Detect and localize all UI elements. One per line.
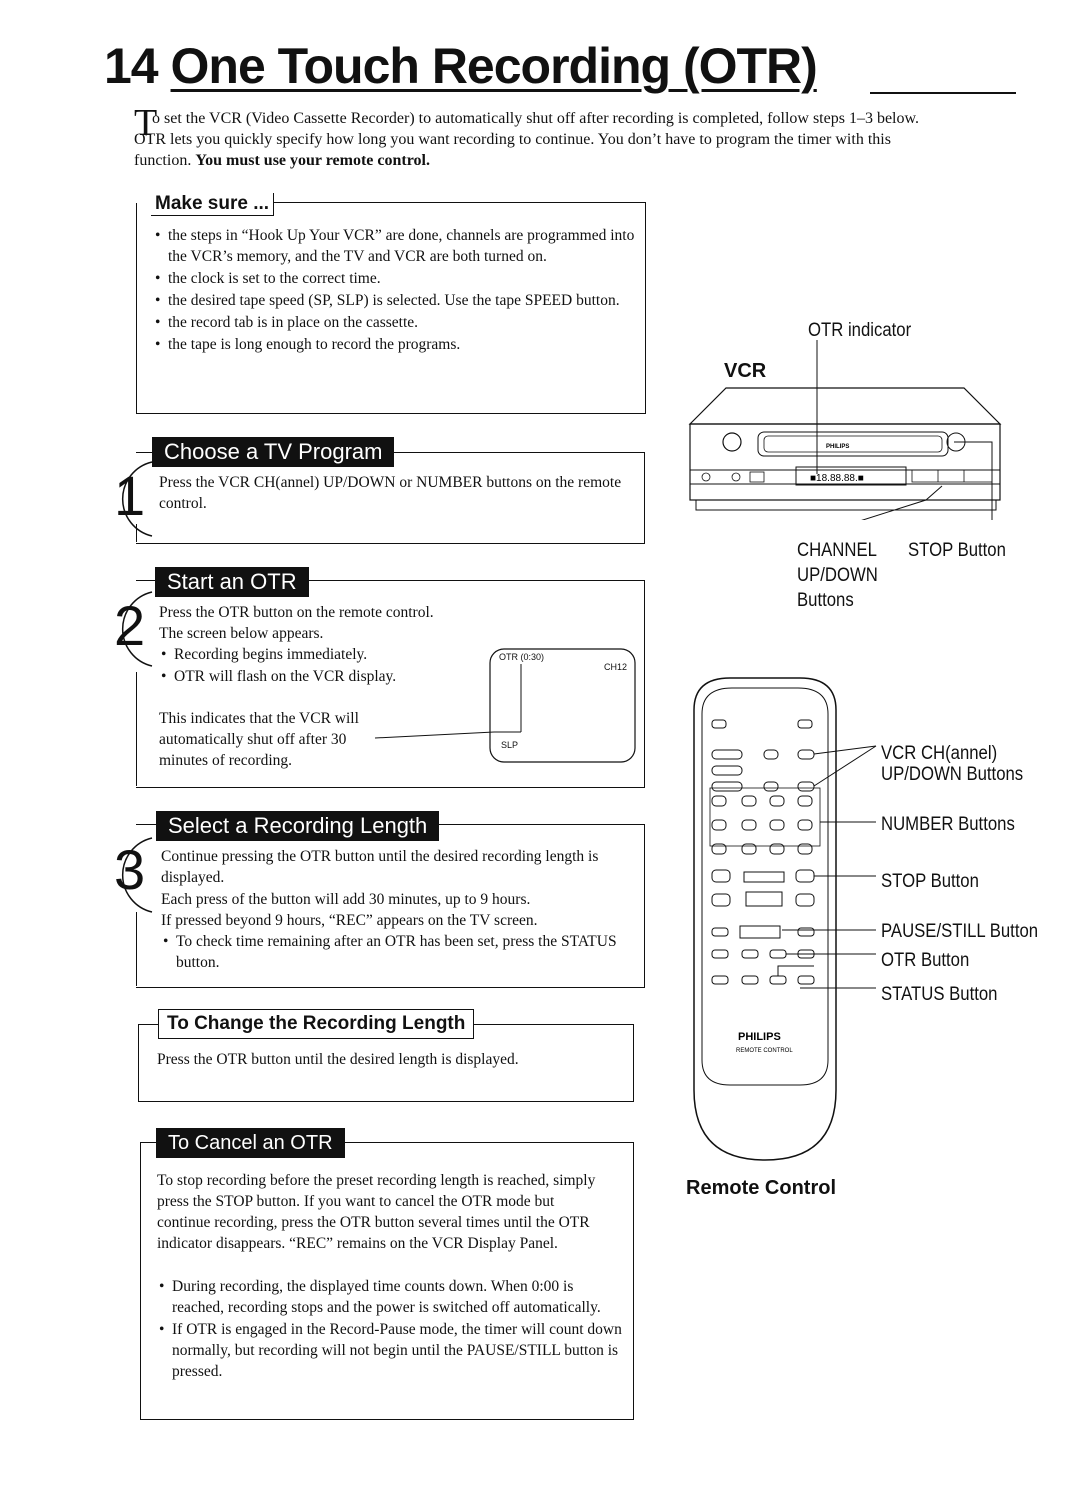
list-item: the desired tape speed (SP, SLP) is sele… bbox=[155, 290, 638, 311]
otr-indicator-label: OTR indicator bbox=[808, 320, 912, 341]
title-text: One Touch Recording (OTR) bbox=[170, 38, 818, 94]
list-item: If OTR is engaged in the Record-Pause mo… bbox=[159, 1319, 627, 1382]
cancel-heading: To Cancel an OTR bbox=[156, 1128, 345, 1158]
make-sure-box: Make sure ... the steps in “Hook Up Your… bbox=[136, 193, 646, 414]
remote-brand-sub: REMOTE CONTROL bbox=[736, 1048, 793, 1054]
change-length-text: Press the OTR button until the desired l… bbox=[157, 1051, 519, 1068]
step-3-line2: Each press of the button will add 30 min… bbox=[161, 891, 531, 908]
list-item: the tape is long enough to record the pr… bbox=[155, 334, 638, 355]
remote-status-label: STATUS Button bbox=[881, 984, 998, 1005]
list-item: During recording, the displayed time cou… bbox=[159, 1276, 627, 1318]
step-1-bracket bbox=[121, 461, 153, 537]
channel-label-1: CHANNEL bbox=[797, 540, 877, 561]
screen-channel-text: CH12 bbox=[604, 662, 628, 672]
make-sure-list: the steps in “Hook Up Your VCR” are done… bbox=[153, 225, 638, 356]
remote-number-label: NUMBER Buttons bbox=[881, 814, 1015, 835]
cancel-text: To stop recording before the preset reco… bbox=[157, 1172, 596, 1252]
intro-dropcap: T bbox=[134, 102, 158, 144]
cancel-list: During recording, the displayed time cou… bbox=[157, 1276, 627, 1383]
step-2-list: Recording begins immediately. OTR will f… bbox=[159, 644, 484, 688]
remote-brand: PHILIPS bbox=[738, 1031, 781, 1043]
page-title: 14 One Touch Recording (OTR) bbox=[104, 36, 818, 96]
remote-stop-label: STOP Button bbox=[881, 871, 979, 892]
channel-label-2: UP/DOWN bbox=[797, 565, 878, 586]
step-2-bracket bbox=[121, 591, 153, 667]
step-2-number: 2 bbox=[114, 594, 146, 657]
list-item: To check time remaining after an OTR has… bbox=[163, 931, 636, 973]
step-2-heading: Start an OTR bbox=[155, 567, 309, 597]
step-1-number: 1 bbox=[114, 464, 146, 527]
remote-ch-label-1: VCR CH(annel) bbox=[881, 743, 998, 764]
step-1-text: Press the VCR CH(annel) UP/DOWN or NUMBE… bbox=[159, 474, 622, 512]
list-item: the steps in “Hook Up Your VCR” are done… bbox=[155, 225, 638, 267]
step-2-text: Press the OTR button on the remote contr… bbox=[159, 604, 434, 621]
step-3-bracket bbox=[121, 837, 153, 913]
intro-paragraph: o set the VCR (Video Cassette Recorder) … bbox=[134, 108, 934, 171]
list-item: Recording begins immediately. bbox=[161, 644, 484, 665]
step-2-note: This indicates that the VCR will automat… bbox=[159, 710, 359, 769]
vcr-display: ■18.88.88.■ bbox=[810, 473, 864, 484]
remote-illustration: PHILIPS REMOTE CONTROL bbox=[693, 677, 877, 1161]
vcr-brand: PHILIPS bbox=[826, 444, 849, 450]
vcr-stop-label: STOP Button bbox=[908, 540, 1006, 561]
step-3-heading: Select a Recording Length bbox=[156, 811, 440, 841]
step-3-line3: If pressed beyond 9 hours, “REC” appears… bbox=[161, 912, 538, 929]
cancel-box bbox=[140, 1142, 634, 1420]
list-item: the clock is set to the correct time. bbox=[155, 268, 638, 289]
title-rule bbox=[870, 92, 1016, 94]
step-2-text2: The screen below appears. bbox=[159, 625, 324, 642]
list-item: the record tab is in place on the casset… bbox=[155, 312, 638, 333]
intro-text: o set the VCR (Video Cassette Recorder) … bbox=[134, 110, 919, 169]
remote-ch-label-2: UP/DOWN Buttons bbox=[881, 764, 1024, 785]
make-sure-heading: Make sure ... bbox=[151, 193, 275, 216]
page-number: 14 bbox=[104, 38, 159, 94]
screen-otr-text: OTR (0:30) bbox=[499, 652, 545, 662]
list-item: OTR will flash on the VCR display. bbox=[161, 666, 484, 687]
channel-label-3: Buttons bbox=[797, 590, 854, 611]
step-3-number: 3 bbox=[114, 838, 146, 901]
step-2-box bbox=[136, 580, 645, 788]
vcr-illustration: PHILIPS ■18.88.88.■ bbox=[688, 340, 1002, 520]
remote-caption: Remote Control bbox=[686, 1177, 836, 1199]
step-1-heading: Choose a TV Program bbox=[152, 437, 395, 467]
step-3-text: Continue pressing the OTR button until t… bbox=[161, 848, 599, 886]
remote-otr-label: OTR Button bbox=[881, 950, 970, 971]
intro-bold: You must use your remote control. bbox=[195, 152, 430, 169]
remote-pause-label: PAUSE/STILL Button bbox=[881, 921, 1039, 942]
change-length-heading: To Change the Recording Length bbox=[158, 1009, 475, 1039]
tv-screen-illustration bbox=[374, 648, 636, 763]
step-3-list: To check time remaining after an OTR has… bbox=[161, 931, 636, 974]
vcr-caption: VCR bbox=[724, 360, 767, 382]
screen-speed-text: SLP bbox=[501, 740, 519, 750]
